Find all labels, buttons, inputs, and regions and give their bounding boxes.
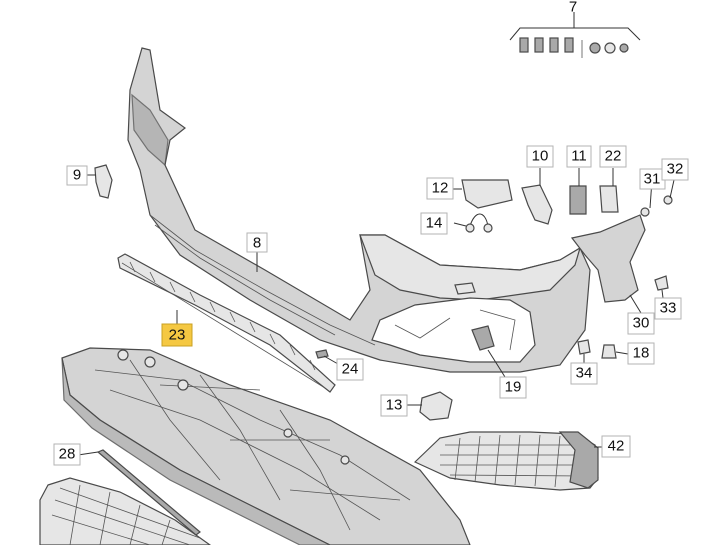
svg-text:23: 23 <box>169 327 186 344</box>
callout-label-11: 11 <box>566 145 592 168</box>
svg-text:19: 19 <box>505 379 522 396</box>
callout-label-14: 14 <box>420 212 448 235</box>
honeycomb-trim-part <box>413 431 599 491</box>
clip-part <box>577 339 591 355</box>
svg-text:10: 10 <box>532 148 549 165</box>
callout-label-18: 18 <box>627 342 655 365</box>
side-bracket-part <box>570 214 646 303</box>
fog-bracket-part <box>471 325 495 351</box>
svg-text:33: 33 <box>660 300 677 317</box>
callout-label-10: 10 <box>526 145 554 168</box>
sensor-bracket-part <box>521 184 553 225</box>
callout-label-30: 30 <box>627 312 655 335</box>
svg-text:12: 12 <box>432 180 449 197</box>
cover-cap-part <box>94 164 113 199</box>
callout-label-31: 31 <box>639 168 666 190</box>
callout-label-34: 34 <box>570 362 598 385</box>
svg-text:13: 13 <box>386 397 403 414</box>
svg-text:8: 8 <box>253 235 261 252</box>
sensor-part <box>569 185 587 215</box>
trim-strip-part <box>96 449 201 536</box>
svg-text:30: 30 <box>633 315 650 332</box>
callout-label-24: 24 <box>336 358 364 381</box>
tow-eye-cap-part <box>419 391 453 421</box>
callout-label-32: 32 <box>661 158 689 181</box>
callout-label-28: 28 <box>53 443 81 466</box>
fastener-set-part <box>509 12 641 58</box>
radiator-grille-part <box>39 477 212 545</box>
svg-text:34: 34 <box>576 365 593 382</box>
svg-text:31: 31 <box>644 171 661 188</box>
screw-part <box>640 207 650 217</box>
svg-text:28: 28 <box>59 446 76 463</box>
svg-text:24: 24 <box>342 361 359 378</box>
svg-text:11: 11 <box>571 148 587 165</box>
callout-label-22: 22 <box>599 145 627 168</box>
callout-label-8: 8 <box>246 232 268 253</box>
svg-text:32: 32 <box>667 161 684 178</box>
callout-label-9: 9 <box>66 165 88 186</box>
callout-label-42: 42 <box>601 435 631 458</box>
callout-label-19: 19 <box>499 376 527 399</box>
callout-label-7: 7 <box>569 0 577 16</box>
svg-text:22: 22 <box>605 148 622 165</box>
wiring-harness-part <box>465 213 493 233</box>
bumper-cover-part <box>127 47 591 373</box>
svg-text:7: 7 <box>569 0 577 16</box>
svg-text:14: 14 <box>426 215 443 232</box>
svg-text:42: 42 <box>608 438 625 455</box>
clip-part <box>654 275 669 291</box>
svg-text:9: 9 <box>73 167 81 184</box>
rivet-part <box>601 344 617 359</box>
undertray-part <box>61 347 471 545</box>
plate-part <box>461 179 513 209</box>
screw-part <box>663 195 673 205</box>
callout-label-33: 33 <box>654 297 682 320</box>
callout-label-13: 13 <box>380 394 408 417</box>
callout-label-12: 12 <box>426 177 454 200</box>
svg-text:18: 18 <box>633 345 650 362</box>
lower-grille-part <box>117 253 336 393</box>
holder-part <box>599 185 619 213</box>
callout-label-23: 23 <box>161 323 193 347</box>
